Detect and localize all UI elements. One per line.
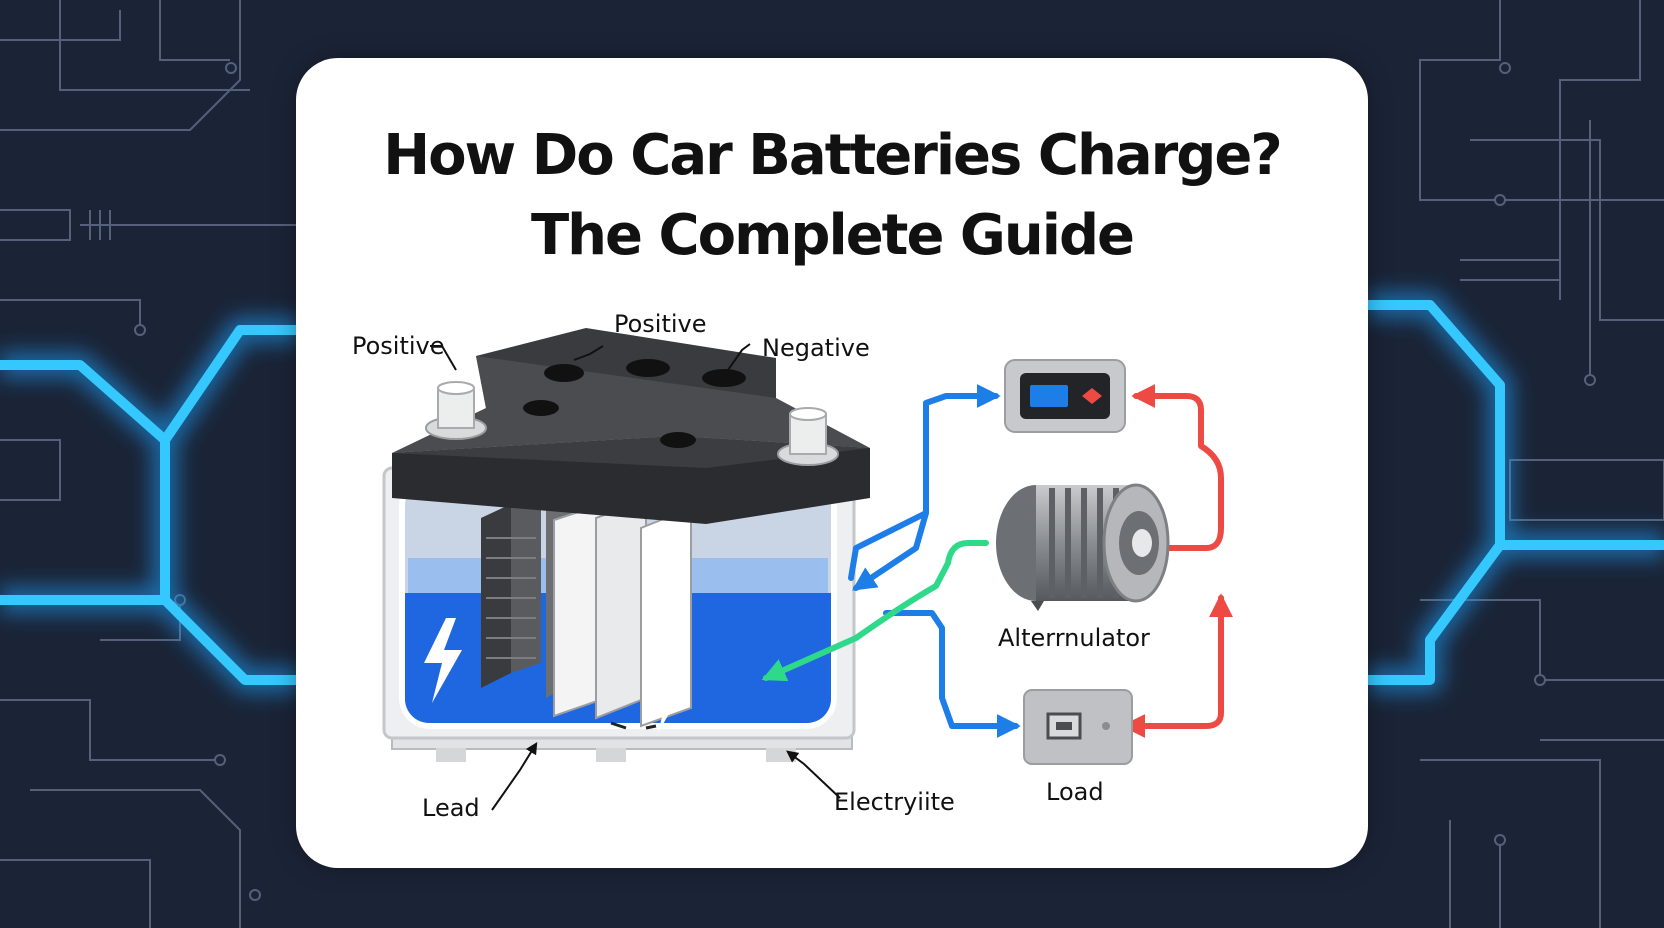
gauge-meter-icon	[1004, 359, 1126, 433]
lightning-bolt-icon	[424, 618, 688, 733]
label-load: Load	[1046, 778, 1104, 806]
page-title: How Do Car Batteries Charge? The Complet…	[296, 116, 1368, 276]
red-wire-to-gauge	[1131, 384, 1224, 551]
label-positive-left: Positive	[352, 332, 445, 360]
red-wire-to-load	[1121, 595, 1224, 738]
negative-terminal	[777, 407, 839, 466]
positive-terminal	[425, 381, 487, 440]
label-electrolyte: Electryiite	[834, 788, 955, 816]
label-alternator: Alterrnulator	[998, 624, 1150, 652]
alternator-icon	[996, 483, 1170, 611]
green-wire-to-battery	[761, 540, 989, 682]
label-negative: Negative	[762, 334, 870, 362]
title-line-1: How Do Car Batteries Charge?	[383, 123, 1283, 188]
circuit-nodes	[134, 62, 1596, 901]
battery	[382, 328, 870, 762]
battery-charging-diagram	[382, 328, 1233, 811]
title-line-2: The Complete Guide	[530, 203, 1135, 268]
label-positive-top: Positive	[614, 310, 707, 338]
load-device-icon	[1023, 689, 1133, 765]
content-card: How Do Car Batteries Charge? The Complet…	[296, 58, 1368, 868]
glow-traces	[0, 292, 1664, 693]
leader-lines	[430, 343, 841, 811]
wires	[761, 384, 1233, 738]
blue-wire-to-battery	[852, 510, 929, 591]
blue-wire-to-load	[883, 610, 1021, 738]
label-lead: Lead	[422, 794, 480, 822]
blue-wire-to-gauge	[848, 384, 1001, 581]
